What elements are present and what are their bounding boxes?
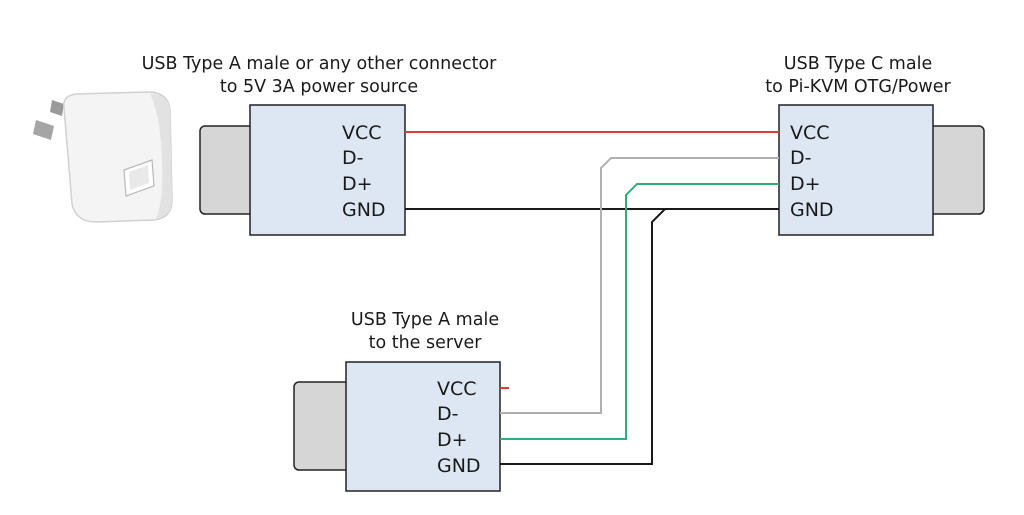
- wire-gnd-server: [500, 208, 666, 465]
- power-pin-vcc: VCC: [342, 122, 382, 144]
- wires: [405, 131, 779, 465]
- server-pin-dplus: D+: [437, 429, 468, 451]
- server-connector-body: [345, 361, 501, 492]
- power-pin-dplus: D+: [342, 173, 373, 195]
- pikvm-connector-body: [778, 104, 934, 236]
- server-connector-title: USB Type A male to the server: [330, 309, 520, 355]
- pikvm-connector-title: USB Type C male to Pi-KVM OTG/Power: [735, 53, 981, 99]
- power-connector-title-line1: USB Type A male or any other connector: [141, 54, 497, 74]
- pikvm-pin-gnd: GND: [790, 199, 834, 221]
- power-pin-gnd: GND: [342, 199, 386, 221]
- pikvm-pin-dminus: D-: [790, 147, 812, 169]
- wire-dminus: [500, 157, 779, 414]
- power-adapter-icon: [33, 91, 173, 223]
- server-connector-title-line1: USB Type A male: [350, 310, 500, 330]
- pikvm-pin-dplus: D+: [790, 173, 821, 195]
- server-pin-dminus: D-: [437, 403, 459, 425]
- pikvm-connector: VCC D- D+ GND: [778, 104, 985, 236]
- power-connector: VCC D- D+ GND: [199, 104, 406, 236]
- power-connector-title-line2: to 5V 3A power source: [219, 77, 419, 97]
- power-connector-plug: [199, 125, 256, 215]
- server-pin-gnd: GND: [437, 455, 481, 477]
- server-pin-vcc: VCC: [437, 378, 477, 400]
- power-connector-title: USB Type A male or any other connector t…: [105, 53, 533, 99]
- power-pin-dminus: D-: [342, 147, 364, 169]
- server-connector: VCC D- D+ GND: [293, 361, 501, 492]
- pikvm-pin-vcc: VCC: [790, 122, 830, 144]
- wire-dplus: [500, 183, 779, 440]
- server-connector-title-line2: to the server: [368, 333, 482, 353]
- server-connector-plug: [293, 381, 352, 471]
- pikvm-connector-title-line1: USB Type C male: [783, 54, 933, 74]
- pikvm-connector-title-line2: to Pi-KVM OTG/Power: [765, 77, 951, 97]
- pikvm-connector-plug: [927, 125, 985, 215]
- power-connector-body: [249, 104, 406, 236]
